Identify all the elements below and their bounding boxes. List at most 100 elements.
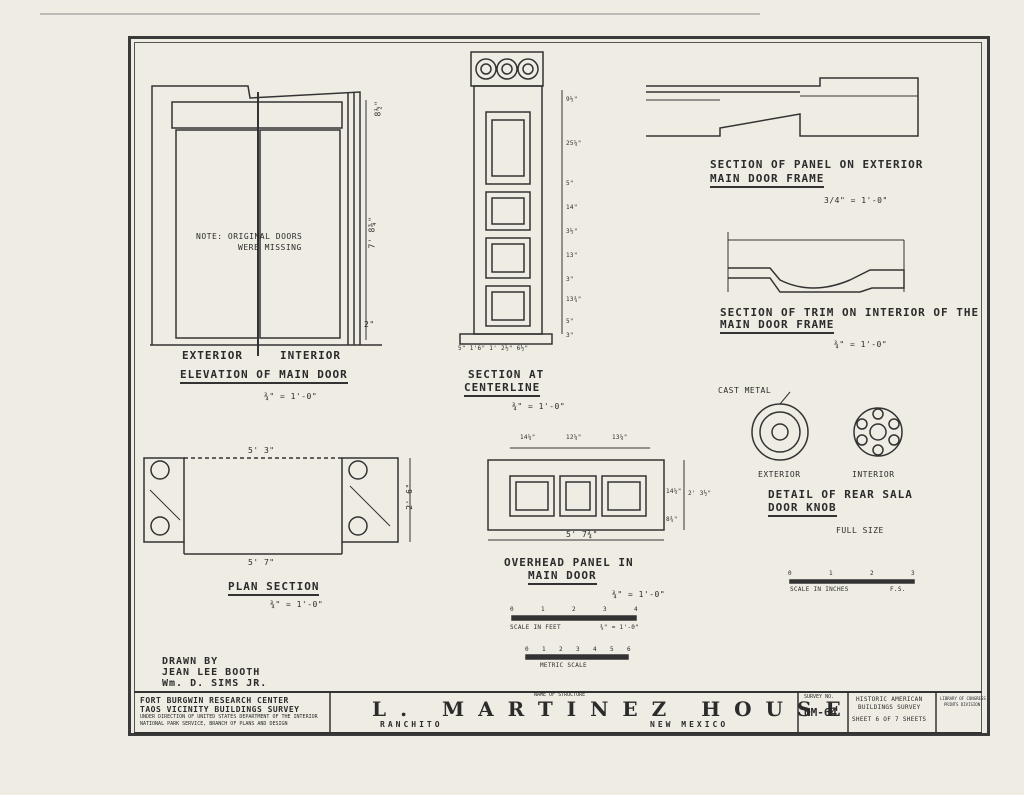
knob-scale-fs: F.S.	[890, 586, 906, 593]
titleblock-habs-line2: BUILDINGS SURVEY	[858, 704, 921, 711]
titleblock-sheet-number: SHEET 6 OF 7 SHEETS	[852, 716, 927, 723]
overhead-panel-drawing	[487, 447, 685, 541]
panel-section-title-line2: MAIN DOOR FRAME	[710, 172, 825, 188]
knob-scale-tick-1: 1	[829, 570, 833, 577]
plan-dim-top: 5' 3"	[248, 446, 275, 455]
drawing-sheet-border	[128, 36, 990, 736]
plan-dim-bottom: 5' 7"	[248, 558, 275, 567]
overhead-dim-side-0: 14¼"	[666, 488, 682, 495]
elevation-note-line1: NOTE: ORIGINAL DOORS	[196, 232, 303, 241]
feet-scale-tick-1: 1	[541, 606, 545, 613]
trim-section-title-line1: SECTION OF TRIM ON INTERIOR OF THE	[720, 306, 980, 319]
knob-title-line2: DOOR KNOB	[768, 501, 837, 517]
titleblock-habs-line1: HISTORIC AMERICAN	[856, 696, 923, 703]
elevation-title: ELEVATION OF MAIN DOOR	[180, 368, 348, 384]
elevation-exterior-label: EXTERIOR	[182, 349, 243, 362]
plan-scale: ¾" = 1'-0"	[270, 600, 324, 609]
section-title-line1: SECTION AT	[468, 368, 545, 381]
metric-scale-tick-1: 1	[542, 646, 546, 653]
titleblock-location-right: NEW MEXICO	[650, 720, 729, 729]
plan-section-drawing	[143, 457, 411, 555]
titleblock-survey-no: NM-64	[804, 706, 838, 719]
metric-scale-tick-6: 6	[627, 646, 631, 653]
elevation-drawing	[150, 85, 382, 356]
section-dim-right-7: 13¾"	[566, 296, 582, 303]
titleblock-org-line3: UNDER DIRECTION OF UNITED STATES DEPARTM…	[140, 714, 318, 720]
credits-line1: DRAWN BY	[162, 656, 219, 667]
credits-line2: JEAN LEE BOOTH	[162, 667, 261, 678]
metric-scale-tick-4: 4	[593, 646, 597, 653]
section-dim-right-0: 9½"	[566, 96, 578, 103]
overhead-dim-side-2: 2' 3½"	[688, 490, 712, 497]
overhead-dim-side-1: 8¾"	[666, 516, 678, 523]
section-title-line2: CENTERLINE	[464, 381, 541, 397]
titleblock-structure-name: L. MARTINEZ HOUSE	[372, 697, 855, 721]
overhead-title-line2: MAIN DOOR	[528, 569, 597, 585]
trim-section-drawing	[727, 232, 905, 293]
titleblock-org-line2: TAOS VICINITY BUILDINGS SURVEY	[140, 705, 300, 714]
knob-scale-tick-3: 3	[911, 570, 915, 577]
metric-scale-label: METRIC SCALE	[540, 662, 587, 669]
overhead-dim-top-2: 13¼"	[612, 434, 628, 441]
trim-section-scale: ¾" = 1'-0"	[834, 340, 888, 349]
feet-scale-tick-0: 0	[510, 606, 514, 613]
overhead-scale: ¾" = 1'-0"	[612, 590, 666, 599]
knob-scale: FULL SIZE	[836, 526, 884, 535]
titleblock-org-line4: NATIONAL PARK SERVICE, BRANCH OF PLANS A…	[140, 721, 288, 727]
feet-scale-label: SCALE IN FEET	[510, 624, 561, 631]
plan-dim-side: 2' 6"	[404, 483, 414, 510]
section-dim-right-1: 25¼"	[566, 140, 582, 147]
metric-scale-tick-5: 5	[610, 646, 614, 653]
section-dim-right-6: 3"	[566, 276, 574, 283]
credits-line3: Wm. D. SIMS JR.	[162, 678, 268, 689]
overhead-title-line1: OVERHEAD PANEL IN	[504, 556, 634, 569]
section-dim-right-8: 5"	[566, 318, 574, 325]
feet-scale-tick-2: 2	[572, 606, 576, 613]
metric-scale-tick-3: 3	[576, 646, 580, 653]
trim-section-title-line2: MAIN DOOR FRAME	[720, 318, 835, 334]
overhead-dim-top-1: 12¼"	[566, 434, 582, 441]
section-scale: ¾" = 1'-0"	[512, 402, 566, 411]
title-block-lines	[134, 691, 982, 734]
elevation-note-line2: WERE MISSING	[238, 243, 302, 252]
elevation-scale: ¾" = 1'-0"	[264, 392, 318, 401]
centerline-section-drawing	[459, 51, 563, 345]
knob-exterior-label: EXTERIOR	[758, 470, 801, 479]
metric-scale-tick-2: 2	[559, 646, 563, 653]
panel-section-drawing	[646, 77, 919, 137]
elevation-interior-label: INTERIOR	[280, 349, 341, 362]
section-dim-right-3: 14"	[566, 204, 578, 211]
knob-scale-tick-2: 2	[870, 570, 874, 577]
titleblock-loc-line1: LIBRARY OF CONGRESS	[940, 696, 986, 701]
panel-section-title-line1: SECTION OF PANEL ON EXTERIOR	[710, 158, 924, 171]
section-dim-right-4: 3½"	[566, 228, 578, 235]
door-knob-drawings	[751, 391, 903, 461]
elevation-dim-bottom: 2"	[364, 320, 375, 329]
knob-scale-tick-0: 0	[788, 570, 792, 577]
knob-cast-metal-label: CAST METAL	[718, 386, 772, 395]
metric-scale-tick-0: 0	[525, 646, 529, 653]
titleblock-name-label: NAME OF STRUCTURE	[534, 692, 586, 698]
overhead-dim-top-0: 14¼"	[520, 434, 536, 441]
feet-scale-tick-4: 4	[634, 606, 638, 613]
knob-interior-label: INTERIOR	[852, 470, 895, 479]
section-dim-right-2: 5"	[566, 180, 574, 187]
feet-scale-ratio: ¾" = 1'-0"	[600, 624, 640, 631]
titleblock-survey-label: SURVEY NO.	[804, 694, 835, 700]
graphic-scales	[511, 579, 915, 660]
overhead-dim-bottom: 5' 7¾"	[566, 530, 598, 539]
titleblock-org-line1: FORT BURGWIN RESEARCH CENTER	[140, 696, 289, 705]
elevation-dim-side: 7' 8¾"	[367, 216, 377, 249]
feet-scale-tick-3: 3	[603, 606, 607, 613]
titleblock-loc-line2: PRINTS DIVISION	[944, 702, 981, 707]
section-dims-bottom: 5" 1'6" 1' 2½" 6½"	[458, 345, 529, 352]
elevation-dim-top: 8½"	[373, 100, 383, 117]
knob-title-line1: DETAIL OF REAR SALA	[768, 488, 913, 501]
plan-title: PLAN SECTION	[228, 580, 320, 596]
titleblock-location-left: RANCHITO	[380, 720, 443, 729]
knob-scale-label: SCALE IN INCHES	[790, 586, 849, 593]
section-dim-right-5: 13"	[566, 252, 578, 259]
panel-section-scale: 3/4" = 1'-0"	[824, 196, 888, 205]
section-dim-right-9: 3"	[566, 332, 574, 339]
